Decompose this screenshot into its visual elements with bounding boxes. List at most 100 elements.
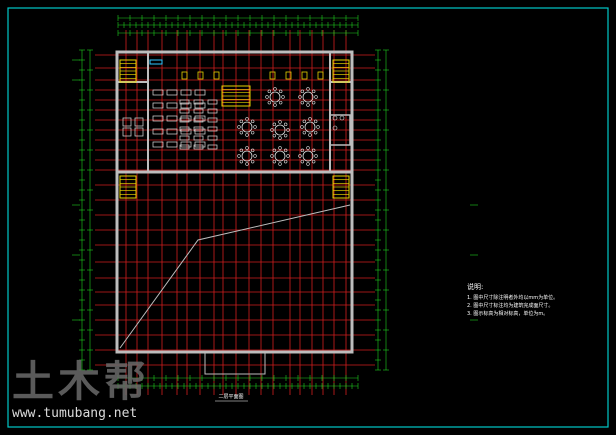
watermark: 土木帮 www.tumubang.net [12, 357, 150, 421]
round-table-chair [250, 130, 255, 135]
dining-table [193, 117, 204, 123]
round-table-chair [253, 154, 257, 158]
round-table-chair [272, 122, 277, 127]
round-table-chair [314, 95, 318, 99]
kitchen-fixture [122, 127, 132, 137]
dining-table [152, 128, 164, 135]
sanitary-fixture [332, 115, 338, 121]
dining-table [194, 89, 206, 96]
round-table-chair [306, 103, 310, 107]
sanitary-fixture [332, 125, 338, 131]
building-outline [115, 50, 354, 375]
dining-table [179, 126, 190, 132]
round-table-chair [302, 119, 307, 124]
dining-table [166, 115, 178, 122]
round-table-chair [298, 95, 302, 99]
round-table-chair [239, 119, 244, 124]
dining-table [193, 135, 204, 141]
annex-room [329, 114, 351, 146]
round-table-chair [245, 146, 249, 150]
dining-table [194, 102, 206, 109]
round-table-chair [270, 154, 274, 158]
dining-table [193, 108, 204, 114]
dining-table [180, 102, 192, 109]
round-table-chair [283, 159, 288, 164]
chair-symbol [269, 71, 276, 80]
round-table-chair [237, 125, 241, 129]
round-table-chair [272, 159, 277, 164]
round-table [302, 150, 314, 162]
round-table-chair [245, 162, 249, 166]
dining-table [166, 141, 178, 148]
dimension-lines [72, 15, 478, 389]
round-table [269, 91, 281, 103]
watermark-logo: 土木帮 [12, 357, 150, 406]
note-item-3: 3. 图示标高为相对标高，单位为m。 [467, 310, 548, 317]
round-table-chair [250, 159, 255, 164]
dining-table [180, 141, 192, 148]
round-table-chair [313, 119, 318, 124]
round-table-chair [278, 162, 282, 166]
round-table-chair [311, 159, 316, 164]
round-table-chair [311, 148, 316, 153]
round-table-chair [250, 119, 255, 124]
dining-table [166, 89, 178, 96]
round-table [241, 150, 253, 162]
dining-table [207, 108, 218, 114]
round-table-chair [267, 100, 272, 105]
dining-table [180, 128, 192, 135]
round-table-chair [286, 128, 290, 132]
dining-table [152, 141, 164, 148]
dining-table [179, 99, 190, 105]
drawing-border [7, 7, 609, 428]
round-table-chair [300, 125, 304, 129]
dining-table [152, 115, 164, 122]
drawing-title-block: 二层平面图 [215, 394, 248, 402]
dining-table [207, 99, 218, 105]
round-table-chair [273, 87, 277, 91]
dining-table [152, 89, 164, 96]
kitchen-fixture [122, 117, 132, 127]
round-table-chair [278, 136, 282, 140]
dining-table [179, 135, 190, 141]
round-table-chair [237, 154, 241, 158]
dining-table [180, 89, 192, 96]
round-table-chair [245, 117, 249, 121]
general-notes: 说明: 1. 图中尺寸除注明者外均以mm为单位。 2. 图中尺寸标注均为建筑完成… [467, 282, 558, 317]
round-table [274, 124, 286, 136]
dining-table [179, 108, 190, 114]
round-table-chair [306, 146, 310, 150]
chair-symbol [197, 71, 204, 80]
round-table-chair [270, 128, 274, 132]
round-table-chair [313, 130, 318, 135]
dining-table [166, 128, 178, 135]
round-table-chair [278, 120, 282, 124]
round-table-chair [283, 148, 288, 153]
round-table-chair [278, 146, 282, 150]
dining-table [152, 102, 164, 109]
round-table-chair [267, 89, 272, 94]
kitchen-fixture [134, 127, 144, 137]
round-table [241, 121, 253, 133]
round-table-chair [300, 89, 305, 94]
notes-heading: 说明: [467, 282, 483, 291]
chair-symbol [181, 71, 188, 80]
round-table-chair [306, 162, 310, 166]
round-table-chair [272, 133, 277, 138]
column-grid [95, 30, 375, 395]
entrance-canopy [204, 351, 266, 375]
round-table-chair [300, 100, 305, 105]
note-item-2: 2. 图中尺寸标注均为建筑完成面尺寸。 [467, 302, 553, 309]
dining-table [207, 135, 218, 141]
ramp-line [119, 204, 351, 349]
round-table-chair [316, 125, 320, 129]
chair-symbol [301, 71, 308, 80]
round-table-chair [300, 159, 305, 164]
round-table [302, 91, 314, 103]
round-table-chair [273, 103, 277, 107]
round-table-chair [278, 89, 283, 94]
round-table-chair [253, 125, 257, 129]
dining-table [180, 115, 192, 122]
chair-symbol [285, 71, 292, 80]
